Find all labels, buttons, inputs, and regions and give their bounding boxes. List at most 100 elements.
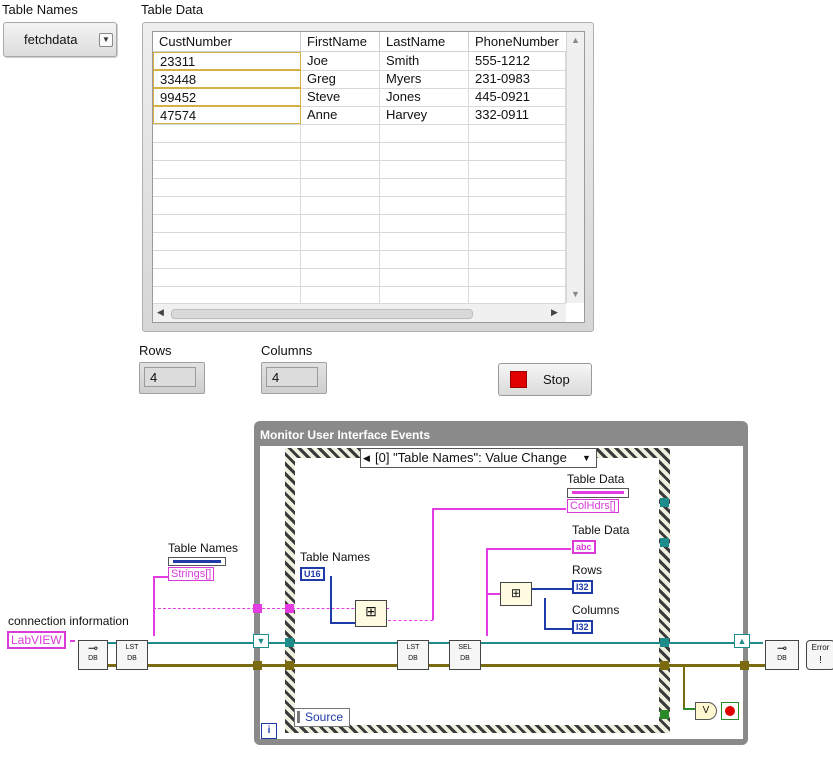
table-cell[interactable] <box>301 160 380 178</box>
table-cell[interactable]: Myers <box>380 70 469 88</box>
table-row[interactable] <box>153 160 566 179</box>
scroll-right-icon[interactable]: ▶ <box>551 307 558 317</box>
table-cell[interactable]: Anne <box>301 106 380 124</box>
table-cell[interactable] <box>469 178 566 196</box>
table-cell[interactable] <box>153 250 301 268</box>
table-cell[interactable] <box>301 196 380 214</box>
event-data-node[interactable]: Source <box>294 708 350 727</box>
table-row[interactable] <box>153 232 566 251</box>
table-cell[interactable] <box>301 232 380 250</box>
table-cell[interactable]: 99452 <box>153 88 301 106</box>
table-row[interactable] <box>153 214 566 233</box>
table-cell[interactable] <box>153 214 301 232</box>
table-cell[interactable]: 47574 <box>153 106 301 124</box>
db-close-connection-node[interactable]: ⊸ DB <box>765 640 799 670</box>
scroll-up-icon[interactable]: ▲ <box>571 35 580 45</box>
table-cell[interactable] <box>301 142 380 160</box>
columns-terminal[interactable]: I32 <box>572 620 593 634</box>
column-header[interactable]: PhoneNumber <box>475 34 559 49</box>
table-row[interactable] <box>153 178 566 197</box>
table-row[interactable] <box>153 250 566 269</box>
scroll-thumb[interactable] <box>171 309 473 319</box>
table-cell[interactable]: 555-1212 <box>469 52 566 70</box>
scroll-left-icon[interactable]: ◀ <box>157 307 164 317</box>
table-cell[interactable]: Joe <box>301 52 380 70</box>
loop-condition-terminal[interactable] <box>721 702 739 720</box>
scroll-down-icon[interactable]: ▼ <box>571 289 580 299</box>
connection-information-constant[interactable]: LabVIEW <box>7 631 66 649</box>
table-cell[interactable]: Greg <box>301 70 380 88</box>
table-row[interactable] <box>153 124 566 143</box>
table-cell[interactable]: Harvey <box>380 106 469 124</box>
table-cell[interactable] <box>469 250 566 268</box>
table-cell[interactable] <box>301 286 380 304</box>
table-cell[interactable] <box>153 196 301 214</box>
table-cell[interactable] <box>380 196 469 214</box>
table-cell[interactable] <box>153 268 301 286</box>
table-cell[interactable] <box>469 286 566 304</box>
table-cell[interactable] <box>301 178 380 196</box>
event-case-selector[interactable]: ◀ [0] "Table Names": Value Change ▼ <box>360 448 597 468</box>
table-cell[interactable] <box>380 232 469 250</box>
table-cell[interactable] <box>301 268 380 286</box>
or-node[interactable]: V <box>695 702 717 720</box>
table-cell[interactable] <box>469 196 566 214</box>
table-cell[interactable]: Steve <box>301 88 380 106</box>
table-row[interactable] <box>153 196 566 215</box>
simple-error-handler-node[interactable]: Error ! <box>806 640 833 670</box>
column-header[interactable]: FirstName <box>301 32 380 51</box>
table-cell[interactable]: Jones <box>380 88 469 106</box>
rows-terminal[interactable]: I32 <box>572 580 593 594</box>
table-cell[interactable] <box>469 214 566 232</box>
table-cell[interactable] <box>301 214 380 232</box>
index-array-node[interactable]: ⊞ <box>355 600 387 627</box>
table-cell[interactable]: Smith <box>380 52 469 70</box>
horizontal-scrollbar[interactable]: ◀ ▶ <box>153 303 566 322</box>
table-cell[interactable] <box>301 250 380 268</box>
table-cell[interactable] <box>380 214 469 232</box>
table-cell[interactable] <box>469 160 566 178</box>
table-cell[interactable] <box>380 160 469 178</box>
db-open-connection-node[interactable]: ⊸ DB <box>78 640 108 670</box>
table-cell[interactable]: 445-0921 <box>469 88 566 106</box>
db-list-tables-node[interactable]: LST DB <box>116 640 148 670</box>
table-cell[interactable] <box>469 142 566 160</box>
vertical-scrollbar[interactable]: ▲ ▼ <box>566 32 584 303</box>
table-cell[interactable]: 231-0983 <box>469 70 566 88</box>
table-cell[interactable] <box>380 286 469 304</box>
table-data-terminal[interactable]: abc <box>572 540 596 554</box>
table-cell[interactable] <box>153 160 301 178</box>
db-list-columns-node[interactable]: LST DB <box>397 640 429 670</box>
table-cell[interactable] <box>380 250 469 268</box>
table-cell[interactable] <box>380 268 469 286</box>
table-cell[interactable] <box>469 232 566 250</box>
table-names-ring[interactable]: fetchdata ▼ <box>3 22 117 57</box>
table-cell[interactable]: 33448 <box>153 70 301 88</box>
stop-button[interactable]: Stop <box>498 363 592 396</box>
table-cell[interactable] <box>380 142 469 160</box>
table-cell[interactable] <box>153 178 301 196</box>
table-names-terminal[interactable]: U16 <box>300 567 325 581</box>
table-cell[interactable] <box>153 142 301 160</box>
table-cell[interactable] <box>153 124 301 142</box>
table-data-property[interactable]: ColHdrs[] <box>567 499 619 513</box>
db-select-data-node[interactable]: SEL DB <box>449 640 481 670</box>
column-header[interactable]: LastName <box>380 32 469 51</box>
table-cell[interactable]: 332-0911 <box>469 106 566 124</box>
decrement-icon[interactable]: ◀ <box>363 453 370 463</box>
column-header[interactable]: CustNumber <box>153 32 301 51</box>
table-cell[interactable] <box>380 178 469 196</box>
dropdown-arrow-icon[interactable]: ▼ <box>99 33 113 47</box>
table-cell[interactable] <box>301 124 380 142</box>
table-cell[interactable] <box>153 232 301 250</box>
table-data[interactable]: CustNumber FirstName LastName PhoneNumbe… <box>152 31 585 323</box>
table-names-property[interactable]: Strings[] <box>168 567 215 581</box>
table-cell[interactable] <box>380 124 469 142</box>
table-cell[interactable] <box>153 286 301 304</box>
array-size-node[interactable]: ⊞ <box>500 582 532 606</box>
table-cell[interactable] <box>469 124 566 142</box>
